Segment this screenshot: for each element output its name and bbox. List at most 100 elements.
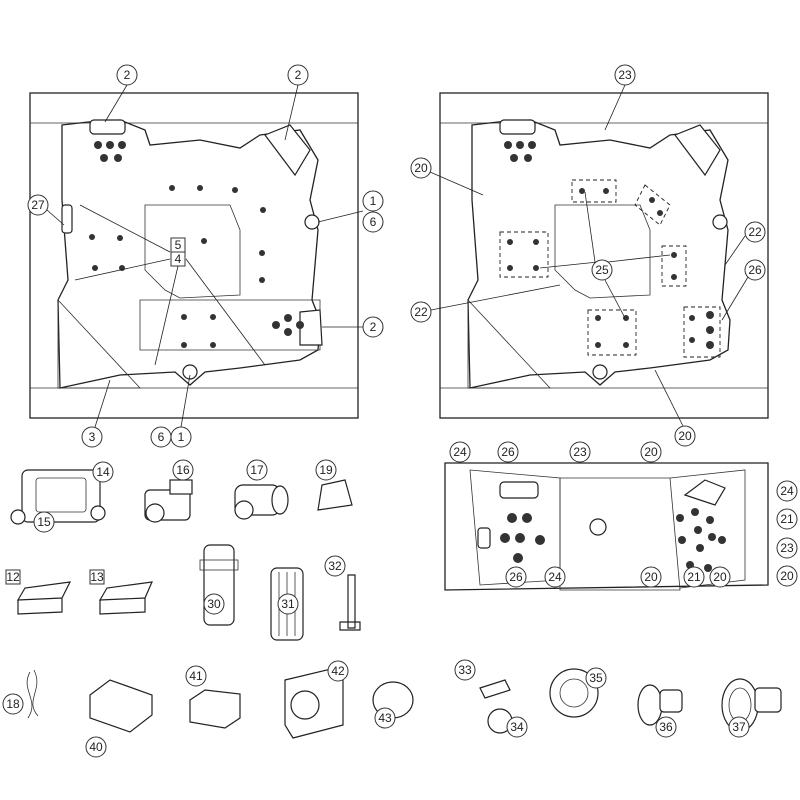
callout-33: 33 [454,659,476,681]
callout-number: 23 [573,445,587,459]
callout-marker [327,660,349,682]
callout-number: 34 [510,720,524,734]
callout-number: 26 [501,445,515,459]
callout-6: 6 [362,211,384,233]
callout-marker [324,555,346,577]
heater-box [89,679,153,733]
callout-marker [505,566,527,588]
callout-marker [92,461,114,483]
callout-2: 2 [287,64,309,86]
callout-43: 43 [374,707,396,729]
callout-number: 20 [414,161,428,175]
callout-number: 4 [175,252,182,266]
callout-marker [776,537,798,559]
callout-3: 3 [81,426,103,448]
callout-number: 13 [90,570,104,584]
callout-number: 31 [281,597,295,611]
ozonator [317,479,353,511]
callout-34: 34 [506,716,528,738]
callout-25: 25 [591,259,613,281]
callout-marker [585,667,607,689]
callout-number: 12 [6,570,20,584]
callout-13: 13 [89,569,105,585]
callout-marker [614,64,636,86]
callout-number: 21 [687,570,701,584]
callout-number: 6 [370,215,377,229]
callout-23: 23 [569,441,591,463]
callout-marker [640,566,662,588]
callout-marker [2,693,24,715]
callout-30: 30 [203,593,225,615]
callout-marker [674,425,696,447]
callout-marker [544,566,566,588]
callout-number: 20 [644,570,658,584]
callout-35: 35 [585,667,607,689]
cable [26,669,39,719]
callout-37: 37 [728,716,750,738]
callout-19: 19 [315,459,337,481]
callout-20: 20 [640,566,662,588]
callout-number: 25 [595,263,609,277]
callout-number: 35 [589,671,603,685]
callout-12: 12 [5,569,21,585]
callout-number: 32 [328,559,342,573]
callout-24: 24 [776,480,798,502]
callout-marker [170,426,192,448]
callout-number: 36 [659,720,673,734]
callout-marker [776,565,798,587]
callout-2: 2 [116,64,138,86]
callout-number: 22 [414,305,428,319]
callout-number: 21 [780,512,794,526]
callout-number: 2 [124,68,131,82]
callout-marker [410,301,432,323]
callout-26: 26 [505,566,527,588]
callout-marker [116,64,138,86]
callout-marker [85,736,107,758]
callout-20: 20 [640,441,662,463]
callout-20: 20 [776,565,798,587]
callout-marker [655,716,677,738]
callout-number: 33 [458,663,472,677]
callout-number: 24 [780,484,794,498]
callout-4: 4 [170,251,186,267]
tub-top-view-right [429,84,769,427]
callout-15: 15 [33,511,55,533]
callout-14: 14 [92,461,114,483]
callout-number: 18 [6,697,20,711]
callout-marker [172,459,194,481]
callout-marker [246,459,268,481]
callout-marker [449,441,471,463]
parts-illustrations [10,469,782,739]
callout-number: 5 [175,238,182,252]
callout-number: 24 [453,445,467,459]
callout-number: 2 [370,320,377,334]
callout-marker [454,659,476,681]
callout-number: 43 [378,711,392,725]
callout-marker [362,316,384,338]
callout-number: 20 [780,569,794,583]
callout-number: 22 [748,225,762,239]
callout-24: 24 [544,566,566,588]
callout-marker [374,707,396,729]
callout-26: 26 [744,259,766,281]
callout-6: 6 [150,426,172,448]
callout-32: 32 [324,555,346,577]
callout-36: 36 [655,716,677,738]
callout-marker [362,211,384,233]
callout-marker [683,566,705,588]
callout-marker [315,459,337,481]
callout-marker [776,480,798,502]
callout-42: 42 [327,660,349,682]
callout-18: 18 [2,693,24,715]
callout-23: 23 [776,537,798,559]
callout-number: 23 [780,541,794,555]
callout-number: 3 [89,430,96,444]
callout-27: 27 [27,194,49,216]
callout-number: 16 [176,463,190,477]
callout-number: 24 [548,570,562,584]
callout-5: 5 [170,237,186,253]
callout-22: 22 [744,221,766,243]
callout-marker [744,221,766,243]
